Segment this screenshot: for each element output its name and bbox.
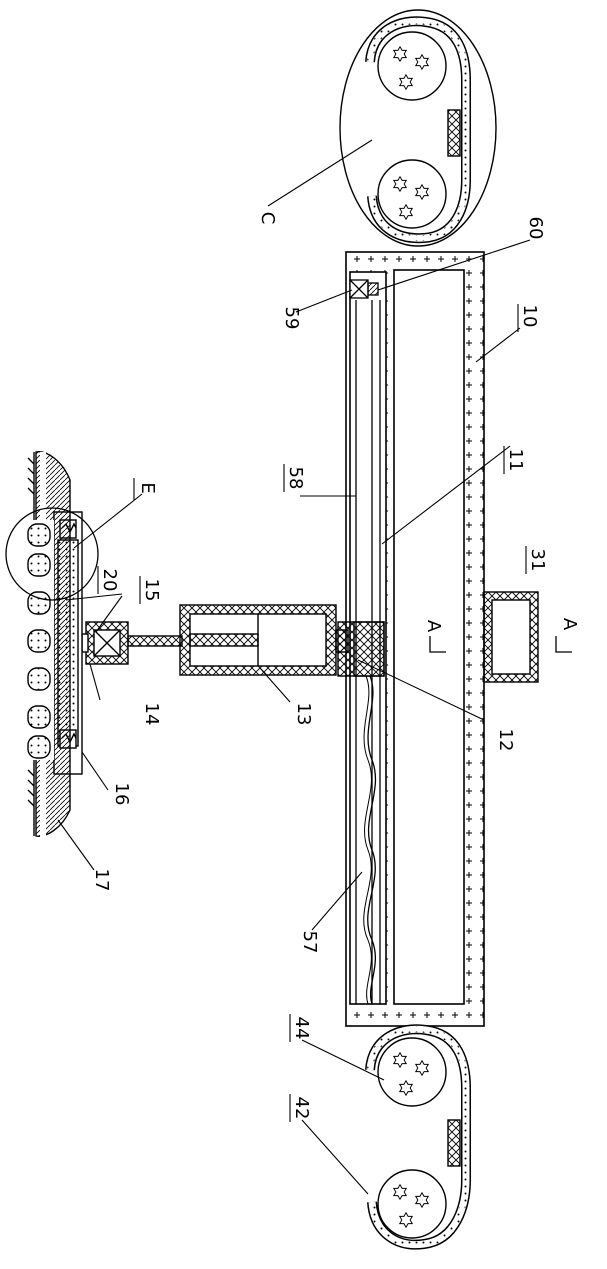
motor-14: [82, 622, 128, 664]
label-14: 14: [141, 703, 162, 726]
label-a-right: A: [559, 618, 580, 631]
label-10: 10: [519, 305, 540, 328]
track-assembly-44-42: [370, 1029, 466, 1244]
box-31: [484, 592, 538, 682]
label-e: E: [137, 482, 158, 493]
label-60: 60: [525, 217, 546, 240]
label-12: 12: [495, 729, 516, 752]
sensor-59: [350, 280, 378, 298]
label-17: 17: [91, 869, 112, 892]
label-57: 57: [299, 931, 320, 954]
label-42: 42: [291, 1097, 312, 1120]
label-16: 16: [111, 783, 132, 806]
label-59: 59: [281, 307, 302, 330]
label-58: 58: [285, 467, 306, 490]
label-c: C: [257, 212, 278, 225]
label-13: 13: [293, 703, 314, 726]
oval-assembly-c: [340, 10, 496, 246]
label-44: 44: [291, 1017, 312, 1040]
label-15: 15: [141, 579, 162, 602]
label-20: 20: [99, 569, 120, 592]
label-11: 11: [505, 449, 526, 472]
label-31: 31: [527, 549, 548, 572]
label-a-left: A: [423, 620, 444, 633]
cylinder-13: [180, 605, 336, 675]
